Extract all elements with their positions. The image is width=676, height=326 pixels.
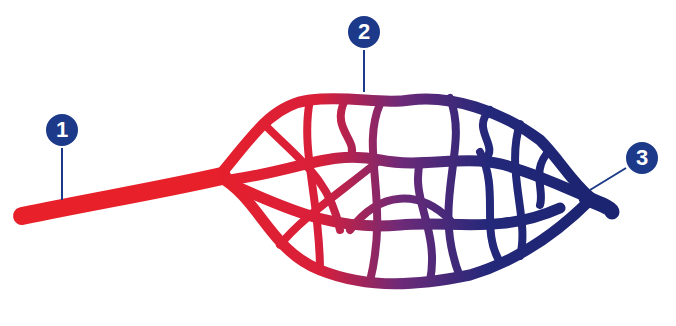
leader-lines — [62, 50, 626, 200]
callout-number: 3 — [624, 140, 660, 176]
artery — [22, 176, 222, 216]
callout-number: 2 — [346, 14, 382, 50]
callout-number: 1 — [44, 112, 80, 148]
capillary-network — [220, 99, 590, 284]
